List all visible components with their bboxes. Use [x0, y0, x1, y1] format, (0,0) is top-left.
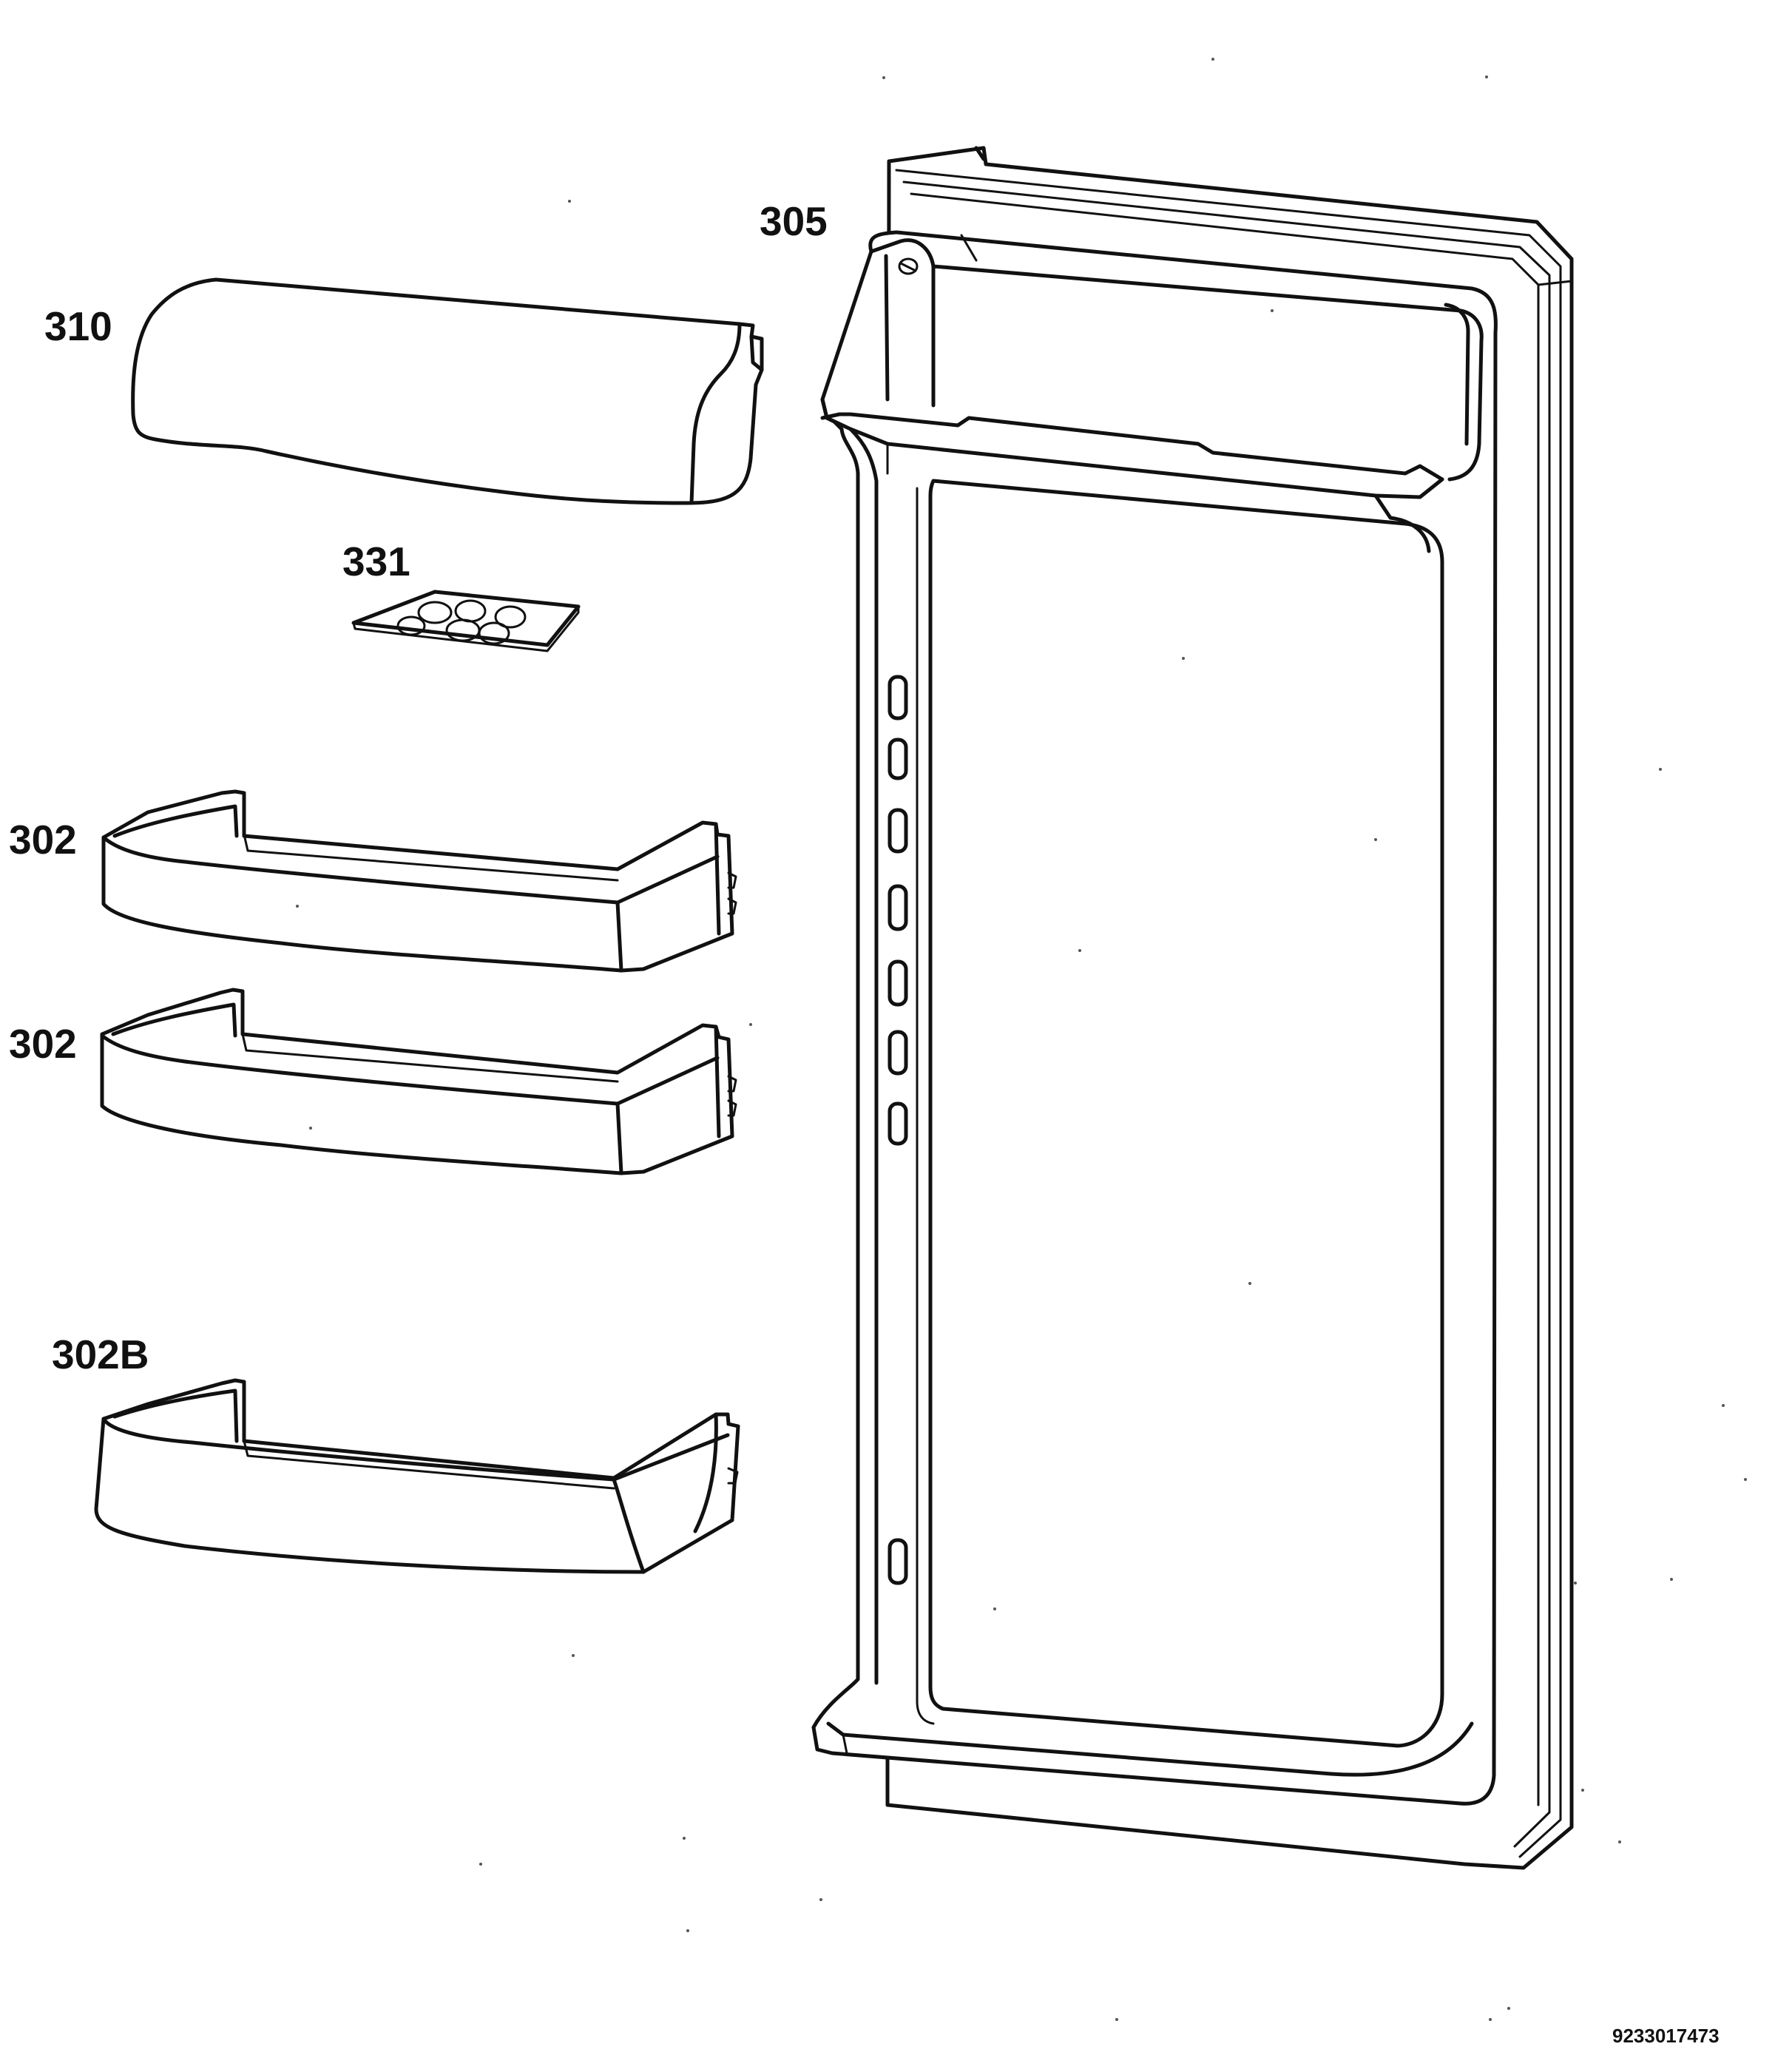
label-310: 310 [44, 303, 112, 349]
label-302-middle: 302 [9, 1021, 77, 1067]
shelf-mounting-slots [888, 675, 908, 1585]
label-305: 305 [760, 198, 828, 244]
door-panel-305 [811, 146, 1574, 1870]
cover-310 [131, 277, 764, 505]
door-shelf-302-middle [100, 988, 737, 1175]
label-302-upper: 302 [9, 817, 77, 863]
label-331: 331 [342, 539, 410, 584]
door-shelf-302-upper [101, 789, 737, 973]
label-302B: 302B [52, 1332, 149, 1377]
scan-specks [296, 58, 1747, 2021]
document-number: 9233017473 [1612, 2025, 1720, 2047]
door-shelf-302B-bottom [94, 1378, 740, 1574]
egg-tray-331 [351, 590, 581, 652]
